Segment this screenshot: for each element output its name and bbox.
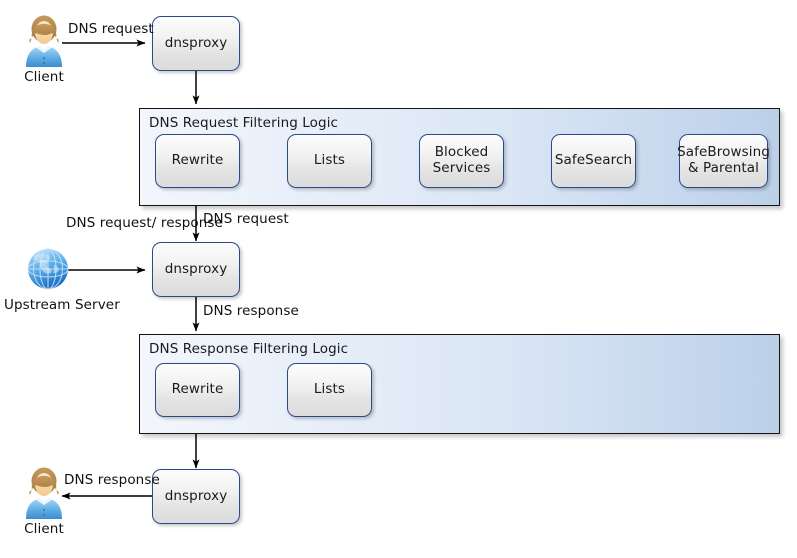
edge-label-client-to-proxy: DNS request [68,21,154,37]
stage-blocked-services-label-line2: Services [432,160,491,176]
user-avatar-icon [26,15,62,67]
stage-lists-response[interactable]: Lists [287,363,372,417]
edge-label-upstream-exchange: DNS request/ response [66,215,223,232]
dnsproxy-top-node[interactable]: dnsproxy [152,16,240,71]
stage-lists-response-label: Lists [313,381,346,398]
dnsproxy-bottom-node[interactable]: dnsproxy [152,469,240,524]
stage-blocked-services-label-line1: Blocked [434,144,489,161]
upstream-label-line2: Server [74,297,120,313]
stage-rewrite-response-label: Rewrite [171,381,224,398]
stage-blocked-services[interactable]: Blocked Services [419,134,504,188]
dnsproxy-mid-label: dnsproxy [164,260,228,277]
dnsproxy-mid-node[interactable]: dnsproxy [152,242,240,297]
response-filtering-title: DNS Response Filtering Logic [149,341,349,357]
upstream-server-label: Upstream Server [4,297,120,314]
globe-icon [27,248,69,290]
edge-label-upstream-line2: request/ [99,215,157,231]
stage-lists-request-label: Lists [313,152,346,169]
client-bottom-label: Client [24,521,64,537]
upstream-label-line1: Upstream [4,297,71,313]
edge-label-proxy-to-client: DNS response [64,472,160,488]
stage-rewrite-request-label: Rewrite [171,152,224,169]
stage-rewrite-response[interactable]: Rewrite [155,363,240,417]
stage-rewrite-request[interactable]: Rewrite [155,134,240,188]
stage-safesearch-label: SafeSearch [554,152,633,169]
user-avatar-icon [26,467,62,519]
edge-label-proxy-to-request-filter: DNS request [203,211,289,227]
client-top-label: Client [24,69,64,85]
edge-label-proxy-to-response-filter: DNS response [203,303,299,319]
stage-safebrowsing-parental-label-line1: SafeBrowsing [677,144,770,161]
stage-lists-request[interactable]: Lists [287,134,372,188]
stage-safesearch[interactable]: SafeSearch [551,134,636,188]
dnsproxy-bottom-label: dnsproxy [164,487,228,504]
request-filtering-title: DNS Request Filtering Logic [149,115,339,131]
edge-label-upstream-line3: response [160,215,223,231]
dnsproxy-top-label: dnsproxy [164,34,228,51]
stage-safebrowsing-parental[interactable]: SafeBrowsing & Parental [677,134,770,188]
stage-safebrowsing-parental-label-line2: & Parental [687,160,760,176]
response-filtering-container: DNS Response Filtering Logic [139,334,780,434]
edge-label-upstream-line1: DNS [66,215,96,231]
